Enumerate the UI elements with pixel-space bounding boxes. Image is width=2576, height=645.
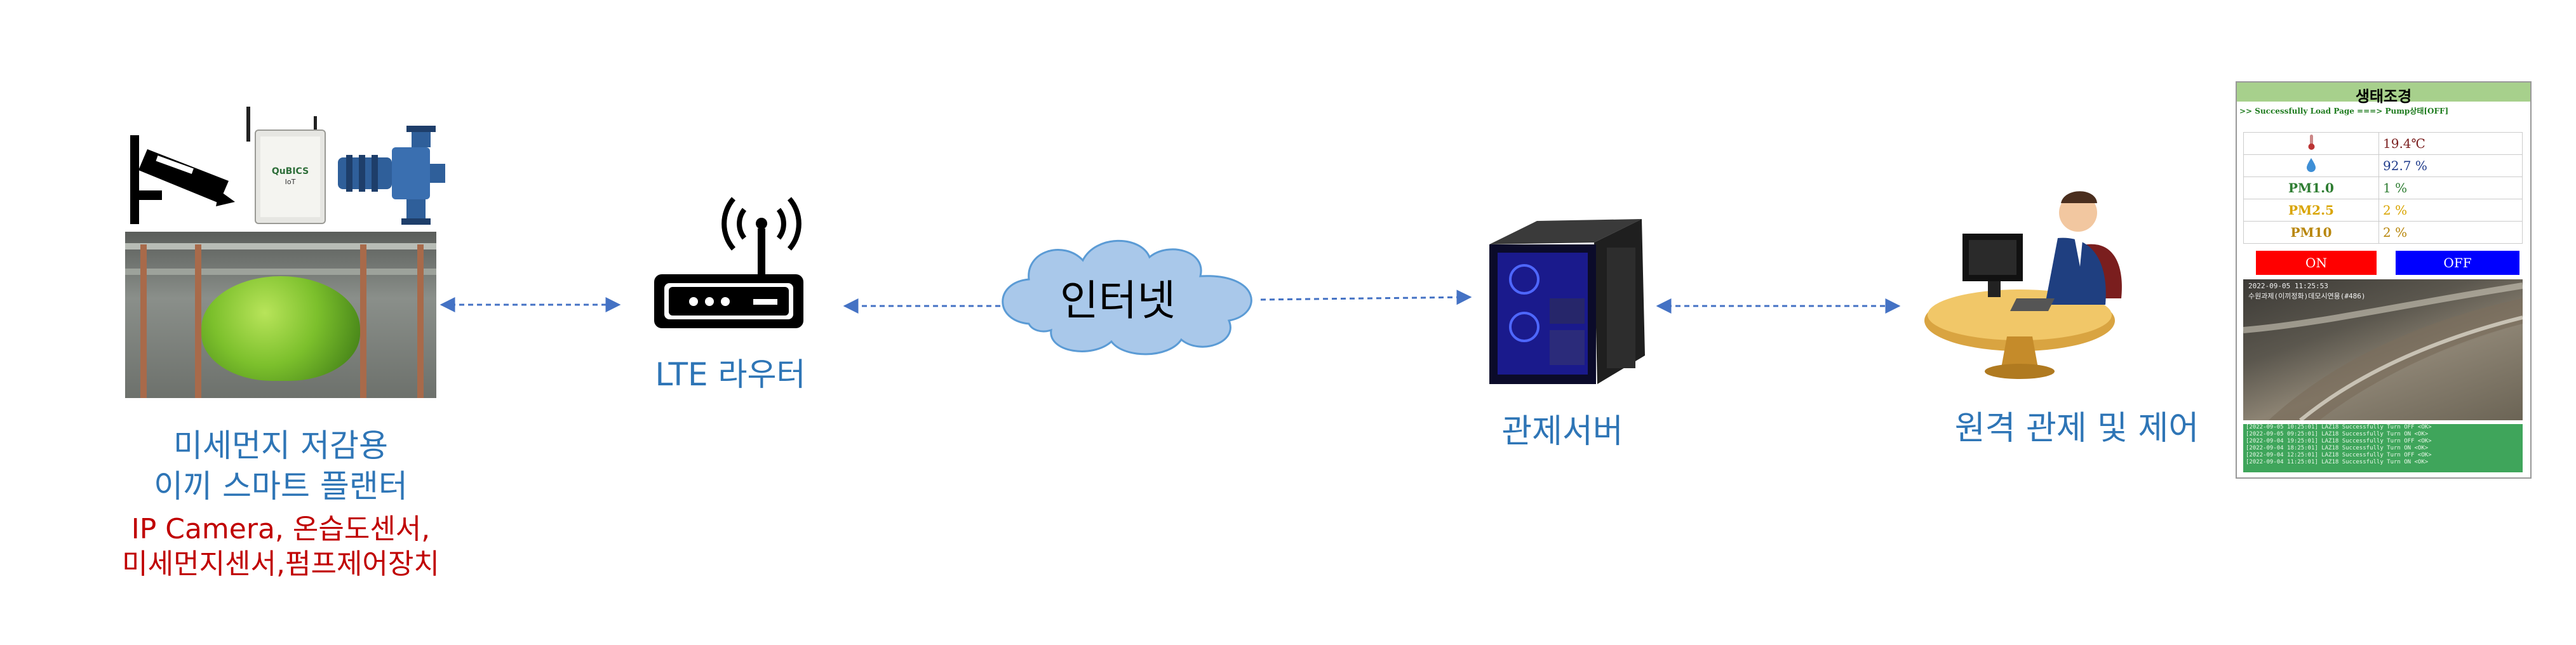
cctv-camera-icon xyxy=(130,135,235,224)
table-row: PM10 2 % xyxy=(2243,221,2523,244)
event-log: [2022-09-05 10:25:01] LAZ18 Successfully… xyxy=(2243,424,2523,472)
pm1-value: 1 % xyxy=(2378,176,2523,199)
router-label: LTE 라우터 xyxy=(655,356,806,393)
operator-icon xyxy=(1924,191,2122,379)
panel-status: >> Successfully Load Page ===> Pump상태[OF… xyxy=(2239,107,2449,116)
planter-title-line2: 이끼 스마트 플랜터 xyxy=(154,468,408,505)
server-label: 관제서버 xyxy=(1501,413,1623,451)
log-line: [2022-09-05 10:25:01] LAZ18 Successfully… xyxy=(2246,424,2432,430)
panel-title: 생태조경 xyxy=(2355,88,2412,105)
thermometer-icon xyxy=(2243,132,2379,155)
internet-label: 인터넷 xyxy=(1059,276,1176,325)
sensor-table: 19.4℃ 92.7 % PM1.0 1 % PM2.5 2 % PM10 2 … xyxy=(2243,132,2523,244)
humidity-drop-icon xyxy=(2243,154,2379,177)
panel-header: 생태조경 xyxy=(2237,83,2530,105)
log-line: [2022-09-04 11:25:01] LAZ18 Successfully… xyxy=(2246,459,2429,465)
planter-detail-line1: IP Camera, 온습도센서, xyxy=(131,513,431,545)
camera-feed: 2022-09-05 11:25:53 수원과제(이끼정화)데모시연용(#486… xyxy=(2243,279,2523,420)
pm25-value: 2 % xyxy=(2378,199,2523,222)
pump-on-button[interactable]: ON xyxy=(2256,251,2377,275)
moss-planter-photo xyxy=(125,232,436,398)
iot-box-model: IoT xyxy=(285,178,296,186)
humidity-value: 92.7 % xyxy=(2378,154,2523,177)
server-icon xyxy=(1489,219,1645,384)
log-line: [2022-09-04 12:25:01] LAZ18 Successfully… xyxy=(2246,452,2432,458)
planter-title-line1: 미세먼지 저감용 xyxy=(173,427,388,464)
log-line: [2022-09-05 09:25:01] LAZ18 Successfully… xyxy=(2246,431,2429,437)
table-row: 92.7 % xyxy=(2243,154,2523,177)
pm10-label: PM10 xyxy=(2243,221,2379,244)
pm25-label: PM2.5 xyxy=(2243,199,2379,222)
pump-icon xyxy=(338,126,445,225)
table-row: 19.4℃ xyxy=(2243,132,2523,155)
table-row: PM2.5 2 % xyxy=(2243,199,2523,222)
iot-box-icon xyxy=(246,107,326,224)
table-row: PM1.0 1 % xyxy=(2243,176,2523,199)
log-line: [2022-09-04 18:25:01] LAZ18 Successfully… xyxy=(2246,445,2429,451)
temperature-value: 19.4℃ xyxy=(2378,132,2523,155)
operator-label: 원격 관제 및 제어 xyxy=(1954,409,2199,448)
camera-timestamp: 2022-09-05 11:25:53 xyxy=(2248,282,2328,290)
router-icon xyxy=(654,197,803,328)
camera-caption: 수원과제(이끼정화)데모시연용(#486) xyxy=(2248,292,2366,300)
pump-off-button[interactable]: OFF xyxy=(2396,251,2519,275)
cloud-icon xyxy=(1002,239,1252,356)
moss-icon xyxy=(201,276,360,381)
arrow-internet-server xyxy=(1260,289,1472,305)
monitoring-panel: 생태조경 >> Successfully Load Page ===> Pump… xyxy=(2236,81,2532,479)
pm10-value: 2 % xyxy=(2378,221,2523,244)
log-line: [2022-09-04 19:25:01] LAZ18 Successfully… xyxy=(2246,438,2432,444)
planter-detail-line2: 미세먼지센서,펌프제어장치 xyxy=(122,548,439,580)
iot-box-brand: QuBICS xyxy=(271,166,309,176)
pm1-label: PM1.0 xyxy=(2243,176,2379,199)
